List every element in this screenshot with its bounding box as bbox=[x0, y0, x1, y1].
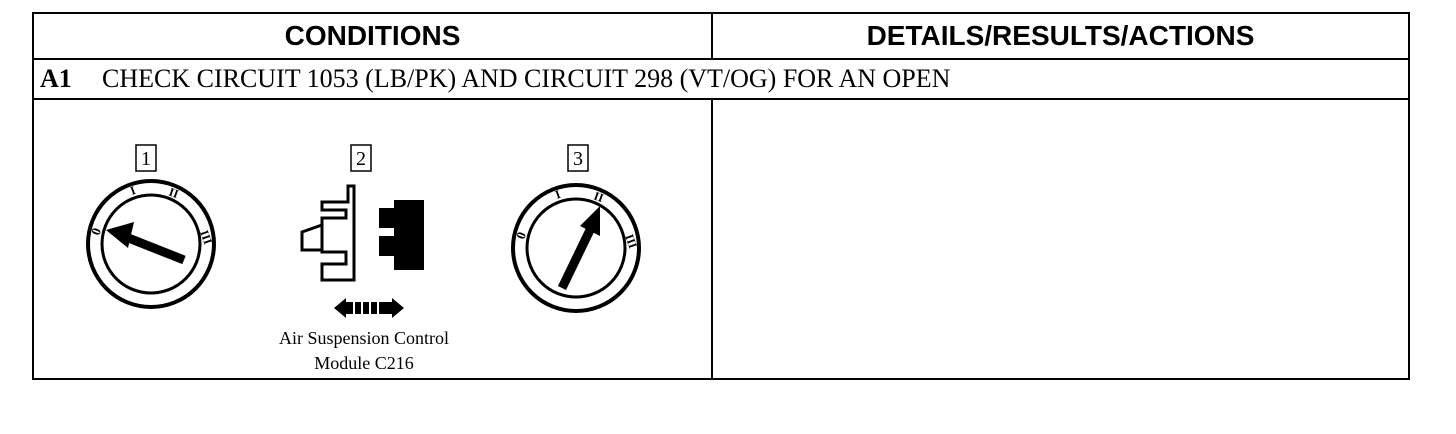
connector-disconnect-icon bbox=[300, 184, 424, 318]
svg-text:0: 0 bbox=[88, 226, 104, 237]
svg-text:I: I bbox=[553, 187, 562, 202]
diagnostic-table: CONDITIONS DETAILS/RESULTS/ACTIONS A1 CH… bbox=[32, 12, 1410, 380]
ignition-switch-off-icon: 0 I II III bbox=[86, 179, 216, 309]
step-2-label: 2 bbox=[350, 144, 372, 172]
caption-line-1: Air Suspension Control bbox=[278, 328, 449, 348]
ignition-switch-run-icon: 0 I II III bbox=[511, 183, 641, 313]
step-3-label: 3 bbox=[567, 144, 589, 172]
conditions-header: CONDITIONS bbox=[284, 20, 461, 51]
svg-text:3: 3 bbox=[573, 148, 583, 170]
module-caption: Air Suspension Control Module C216 bbox=[244, 326, 484, 376]
step-title: CHECK CIRCUIT 1053 (LB/PK) AND CIRCUIT 2… bbox=[102, 64, 951, 93]
conditions-cell: 1 0 I II III 2 bbox=[34, 100, 711, 378]
step-divider bbox=[34, 98, 1408, 100]
svg-text:2: 2 bbox=[356, 148, 366, 170]
step-row: A1 CHECK CIRCUIT 1053 (LB/PK) AND CIRCUI… bbox=[34, 60, 1408, 98]
svg-text:III: III bbox=[622, 232, 640, 250]
details-header: DETAILS/RESULTS/ACTIONS bbox=[866, 20, 1255, 51]
illustration-panel: 1 0 I II III 2 bbox=[86, 144, 641, 318]
svg-text:1: 1 bbox=[141, 148, 151, 170]
header-divider bbox=[34, 58, 1408, 60]
column-divider bbox=[711, 14, 713, 58]
step-id: A1 bbox=[40, 64, 72, 93]
step-1-label: 1 bbox=[135, 144, 157, 172]
svg-text:I: I bbox=[128, 183, 137, 198]
caption-line-2: Module C216 bbox=[314, 353, 414, 373]
column-divider-body bbox=[711, 100, 713, 378]
svg-text:III: III bbox=[197, 228, 215, 246]
svg-text:0: 0 bbox=[513, 230, 529, 241]
